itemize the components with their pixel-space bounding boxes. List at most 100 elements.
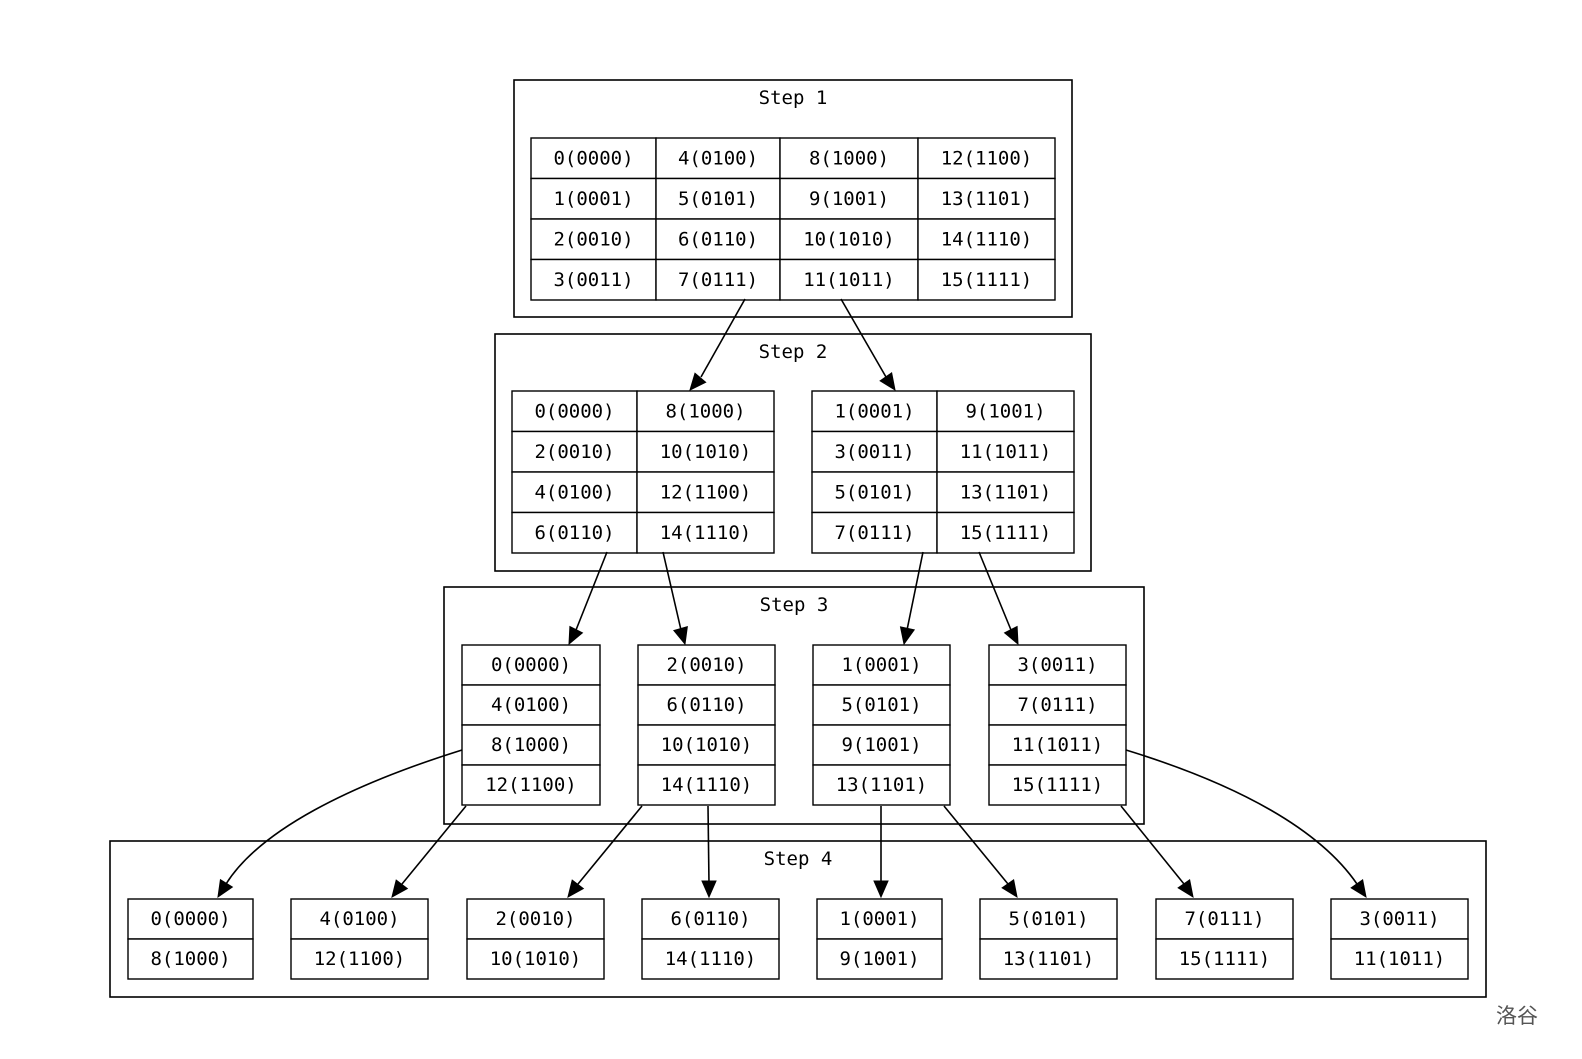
record-cell: 14(1110)	[661, 774, 753, 796]
record-cell: 5(0101)	[678, 188, 758, 210]
cluster-step-2: Step 20(0000)8(1000)2(0010)10(1010)4(010…	[494, 333, 1092, 572]
cluster-frame	[494, 333, 1092, 572]
record-cell-frame	[779, 218, 919, 261]
cluster-title: Step 4	[764, 848, 833, 870]
arrowhead-icon	[1177, 879, 1194, 899]
record-node: 2(0010) 10(1010)	[466, 898, 605, 980]
record-node: 1(0001)5(0101)9(1001)13(1101)	[812, 644, 951, 806]
record-cell: 5(0101)	[1008, 908, 1088, 930]
record-cell-frame	[511, 390, 638, 433]
record-cell-frame	[461, 724, 601, 766]
edge-arrow	[701, 805, 717, 899]
record-cell: 2(0010)	[495, 908, 575, 930]
record-cell: 4(0100)	[534, 481, 614, 503]
record-cell-frame	[1155, 938, 1294, 980]
edge-line	[1120, 805, 1185, 885]
edge-arrow	[567, 805, 643, 898]
record-cell: 11(1011)	[1354, 948, 1446, 970]
record-cell-frame	[988, 684, 1127, 726]
record-node: 5(0101) 13(1101)	[979, 898, 1118, 980]
edge-line	[575, 551, 608, 631]
record-cell: 14(1110)	[660, 522, 752, 544]
record-cell-frame	[511, 511, 638, 554]
arrowhead-icon	[568, 625, 584, 646]
edge-line	[401, 805, 467, 885]
record-cell: 14(1110)	[665, 948, 757, 970]
record-cell-frame	[936, 511, 1075, 554]
record-cell-frame	[290, 938, 429, 980]
record-cell-frame	[988, 764, 1127, 806]
record-cell: 0(0000)	[534, 400, 614, 422]
record-cell: 3(0011)	[834, 441, 914, 463]
arrowhead-icon	[873, 880, 889, 899]
record-cell: 7(0111)	[1184, 908, 1264, 930]
record-cell: 15(1111)	[960, 522, 1052, 544]
record-cell: 10(1010)	[660, 441, 752, 463]
record-cell: 9(1001)	[965, 400, 1045, 422]
record-cell: 4(0100)	[319, 908, 399, 930]
record-cell-frame	[637, 644, 776, 686]
record-cell-frame	[1330, 938, 1469, 980]
record-cell: 1(0001)	[841, 654, 921, 676]
edge-arrow	[840, 298, 896, 392]
record-cell: 5(0101)	[841, 694, 921, 716]
record-cell: 10(1010)	[490, 948, 582, 970]
record-cell: 7(0111)	[678, 269, 758, 291]
arrowhead-icon	[1001, 879, 1018, 899]
record-cell: 11(1011)	[803, 269, 895, 291]
record-cell: 0(0000)	[553, 147, 633, 169]
record-node: 7(0111) 15(1111)	[1155, 898, 1294, 980]
record-cell-frame	[636, 390, 775, 433]
record-cell-frame	[637, 764, 776, 806]
record-cell: 15(1111)	[1179, 948, 1271, 970]
record-cell-frame	[1155, 898, 1294, 940]
record-cell: 6(0110)	[670, 908, 750, 930]
record-cell-frame	[530, 218, 657, 261]
record-cell: 12(1100)	[485, 774, 577, 796]
record-cell: 0(0000)	[491, 654, 571, 676]
watermark-text: 洛谷	[1496, 1004, 1538, 1028]
record-cell: 12(1100)	[941, 147, 1033, 169]
record-cell-frame	[655, 177, 781, 220]
arrowhead-icon	[567, 879, 585, 898]
record-node: 4(0100)12(1100)	[290, 898, 429, 980]
record-cell: 0(0000)	[150, 908, 230, 930]
record-cell-frame	[127, 938, 254, 980]
record-node: 6(0110) 14(1110)	[641, 898, 780, 980]
record-cell-frame	[988, 644, 1127, 686]
cluster-frame	[443, 586, 1145, 825]
record-node: 1(0001)9(1001)3(0011)11(1011)5(0101)13(1…	[811, 390, 1075, 554]
record-cell-frame	[936, 430, 1075, 473]
record-cell: 11(1011)	[960, 441, 1052, 463]
edge-arrow	[1120, 805, 1194, 899]
edge-line	[943, 805, 1009, 885]
record-cell-frame	[461, 684, 601, 726]
record-cell: 13(1101)	[941, 188, 1033, 210]
record-node: 0(0000)4(0100)8(1000)12(1100)1(0001)5(01…	[530, 137, 1056, 301]
edge-arrow	[217, 749, 463, 899]
edge-line	[906, 551, 924, 631]
edge-line	[978, 551, 1012, 631]
record-cell: 8(1000)	[809, 147, 889, 169]
arrowhead-icon	[391, 879, 409, 898]
record-cell: 8(1000)	[491, 734, 571, 756]
record-cell: 3(0011)	[1017, 654, 1097, 676]
record-cell: 14(1110)	[941, 228, 1033, 250]
edge-line	[662, 551, 682, 631]
record-cell-frame	[779, 258, 919, 301]
arrowhead-icon	[701, 880, 717, 899]
record-cell-frame	[530, 258, 657, 301]
edge-line	[225, 749, 463, 885]
record-cell: 9(1001)	[839, 948, 919, 970]
record-cell: 10(1010)	[661, 734, 753, 756]
record-cell: 6(0110)	[666, 694, 746, 716]
edge-arrow	[662, 551, 688, 646]
record-cell: 11(1011)	[1012, 734, 1104, 756]
cluster-step-1: Step 10(0000)4(0100)8(1000)12(1100)1(000…	[513, 79, 1073, 318]
record-cell: 13(1101)	[1003, 948, 1095, 970]
edge-arrow	[689, 298, 746, 391]
record-cell: 13(1101)	[960, 481, 1052, 503]
arrowhead-icon	[879, 372, 896, 392]
arrowhead-icon	[673, 626, 688, 646]
